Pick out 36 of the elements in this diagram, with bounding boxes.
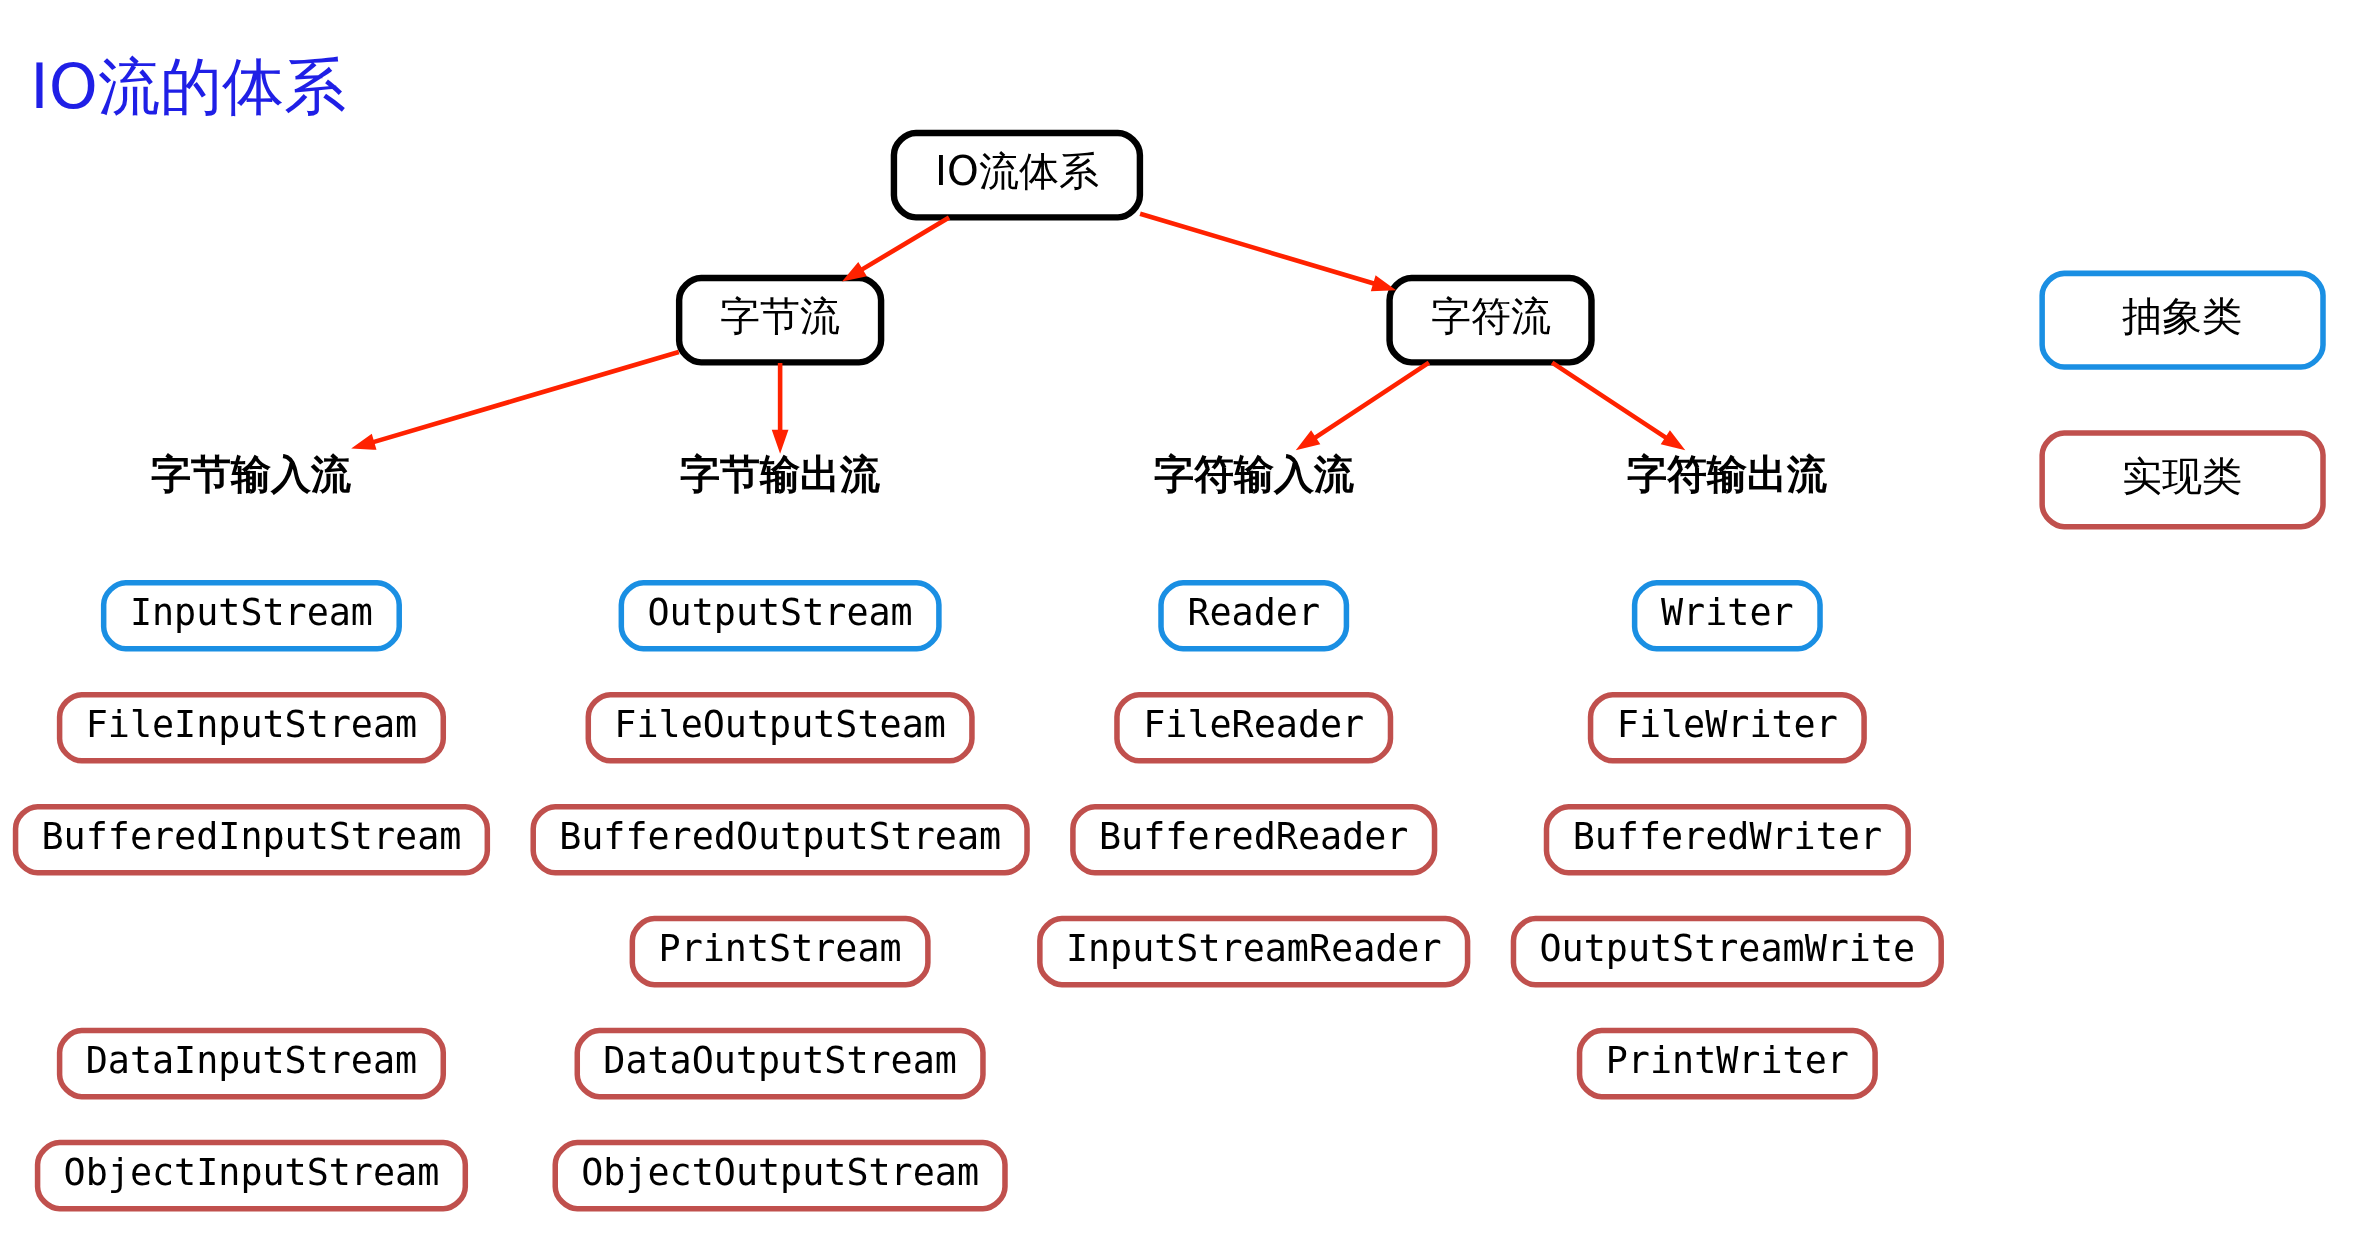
legend-label: 抽象类 <box>2122 292 2242 340</box>
node-box: DataOutputStream <box>574 1027 986 1099</box>
node-box: FileWriter <box>1587 691 1867 763</box>
node-box: Writer <box>1631 579 1823 652</box>
node-box: Reader <box>1158 579 1350 652</box>
node-box: BufferedReader <box>1070 803 1438 875</box>
node-box: FileInputStream <box>56 691 447 763</box>
arrow <box>1550 360 1686 450</box>
arrow <box>842 215 951 281</box>
node-box: InputStream <box>100 579 402 652</box>
arrow <box>1139 211 1397 291</box>
node-box: OutputStreamWrite <box>1510 915 1944 987</box>
legend-label: 实现类 <box>2122 452 2242 500</box>
node-box: FileOutputSteam <box>585 691 975 763</box>
node-box: 字符流 <box>1386 274 1595 366</box>
node-box: OutputStream <box>618 579 942 652</box>
node-text: 字节输出流 <box>680 450 881 498</box>
node-box: BufferedInputStream <box>12 803 491 875</box>
arrow <box>771 362 789 454</box>
node-box: PrintWriter <box>1576 1027 1878 1099</box>
node-box: ObjectOutputStream <box>552 1139 1008 1211</box>
node-box: PrintStream <box>629 915 931 987</box>
node-text: 字符输出流 <box>1627 450 1828 498</box>
arrow <box>1295 360 1431 450</box>
node-box: FileReader <box>1114 691 1394 763</box>
node-text: 字节输入流 <box>151 450 352 498</box>
node-box: DataInputStream <box>56 1027 447 1099</box>
arrow <box>351 349 680 450</box>
diagram-title: IO流的体系 <box>30 49 346 123</box>
node-box: 字节流 <box>675 274 885 366</box>
node-box: IO流体系 <box>890 129 1144 221</box>
node-box: ObjectInputStream <box>34 1139 469 1211</box>
node-box: BufferedWriter <box>1543 803 1911 875</box>
node-text: 字符输入流 <box>1153 450 1354 498</box>
node-box: InputStreamReader <box>1037 915 1471 987</box>
node-box: BufferedOutputStream <box>530 803 1030 875</box>
